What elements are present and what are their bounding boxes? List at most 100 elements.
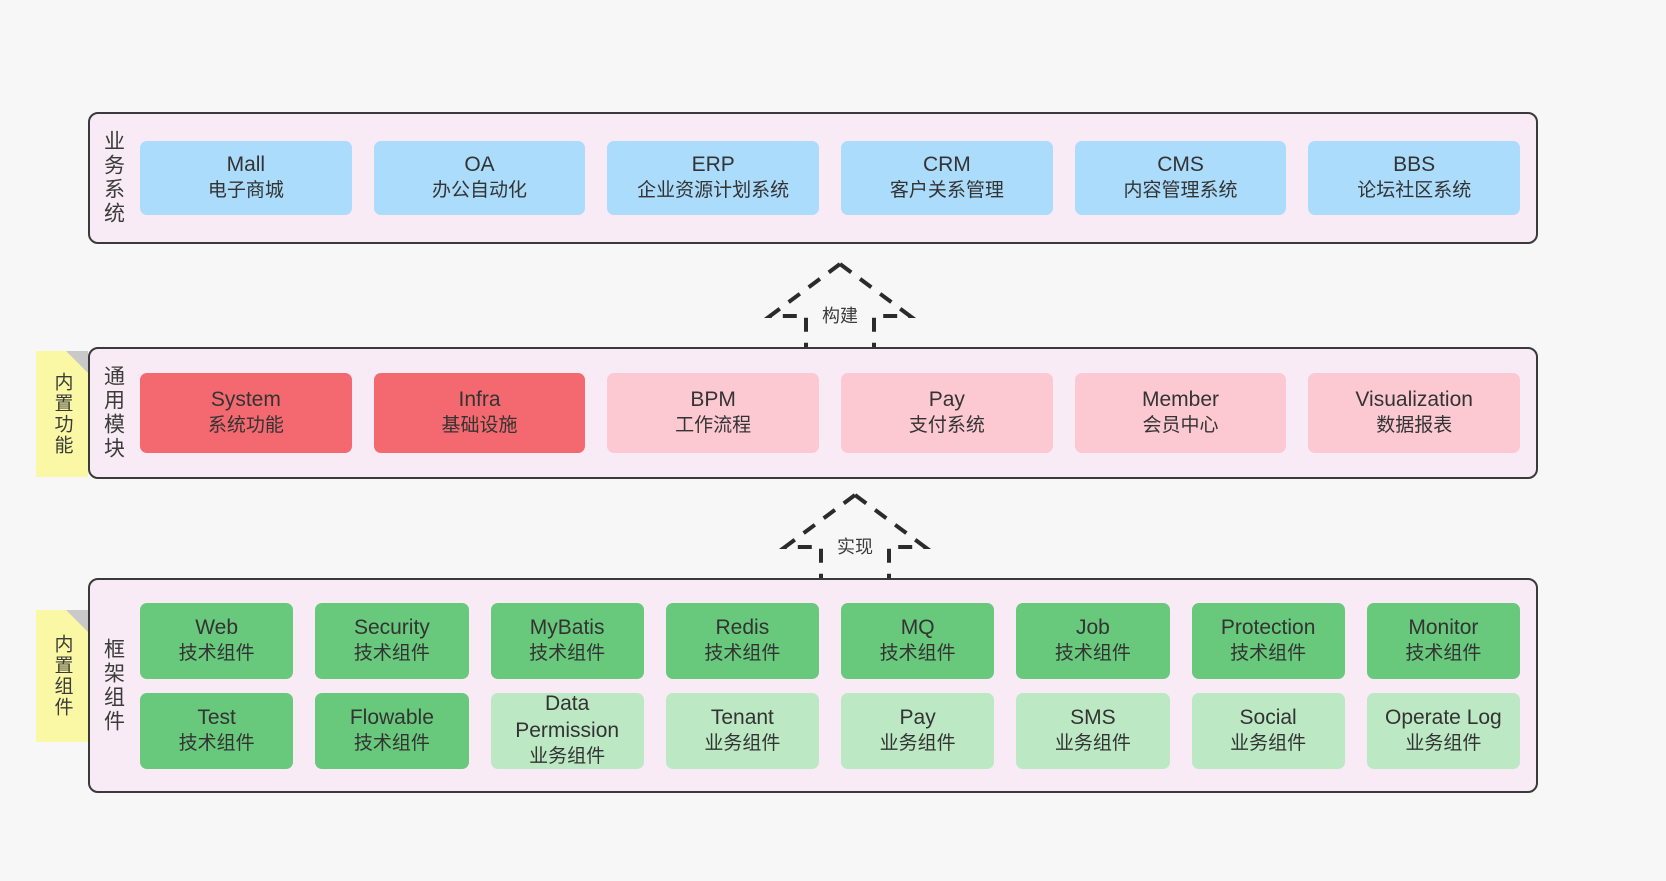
cell-subtitle: 企业资源计划系统 — [637, 180, 790, 202]
layer-framework-components: 框架组件 Web 技术组件 Security 技术组件 MyBatis 技术组件… — [88, 578, 1538, 793]
cell-title: Tenant — [710, 705, 774, 729]
cell-title: SMS — [1070, 705, 1116, 729]
cell-subtitle: 技术组件 — [353, 642, 430, 664]
cell-title: Security — [353, 615, 430, 639]
framework-cell-monitor[interactable]: Monitor 技术组件 — [1366, 602, 1520, 679]
cell-title: CRM — [922, 153, 971, 177]
cell-subtitle: 内容管理系统 — [1123, 180, 1238, 202]
cell-title: Visualization — [1355, 388, 1473, 412]
cell-subtitle: 技术组件 — [704, 642, 781, 664]
framework-cell-tenant[interactable]: Tenant 业务组件 — [665, 692, 819, 769]
cell-subtitle: 基础设施 — [441, 415, 518, 437]
cell-title: Protection — [1220, 615, 1316, 639]
cell-title: Pay — [899, 705, 936, 729]
layer-modules-title: 通用模块 — [101, 365, 125, 461]
cell-title: Monitor — [1408, 615, 1479, 639]
cell-title: Operate Log — [1384, 705, 1502, 729]
cell-subtitle: 业务组件 — [1405, 732, 1482, 754]
module-cell-infra[interactable]: Infra 基础设施 — [373, 373, 586, 453]
framework-cell-mybatis[interactable]: MyBatis 技术组件 — [490, 602, 644, 679]
framework-cell-security[interactable]: Security 技术组件 — [315, 602, 469, 679]
cell-subtitle: 业务组件 — [529, 746, 606, 768]
cell-subtitle: 技术组件 — [1054, 642, 1131, 664]
cell-title: BBS — [1393, 153, 1436, 177]
framework-row-tech: Web 技术组件 Security 技术组件 MyBatis 技术组件 Redi… — [140, 602, 1520, 679]
cell-subtitle: 技术组件 — [879, 642, 956, 664]
cell-title: Flowable — [349, 705, 434, 729]
cell-subtitle: 工作流程 — [675, 415, 752, 437]
business-cell-erp[interactable]: ERP 企业资源计划系统 — [607, 141, 820, 215]
business-cell-crm[interactable]: CRM 客户关系管理 — [841, 141, 1053, 215]
module-cell-bpm[interactable]: BPM 工作流程 — [607, 373, 820, 453]
business-cell-bbs[interactable]: BBS 论坛社区系统 — [1308, 141, 1521, 215]
cell-title: OA — [464, 153, 495, 177]
cell-subtitle: 数据报表 — [1376, 415, 1453, 437]
arrow-implement-glyph — [778, 493, 932, 589]
module-cell-pay[interactable]: Pay 支付系统 — [841, 373, 1053, 453]
business-cell-oa[interactable]: OA 办公自动化 — [373, 141, 586, 215]
modules-row: System 系统功能 Infra 基础设施 BPM 工作流程 Pay 支付系统… — [140, 373, 1521, 453]
framework-cell-web[interactable]: Web 技术组件 — [140, 602, 294, 679]
cell-subtitle: 技术组件 — [178, 732, 255, 754]
framework-cell-job[interactable]: Job 技术组件 — [1016, 602, 1170, 679]
layer-business-title: 业务系统 — [101, 130, 125, 226]
cell-subtitle: 技术组件 — [353, 732, 430, 754]
framework-row-business: Test 技术组件 Flowable 技术组件 Data Permission … — [140, 692, 1520, 769]
framework-cell-protection[interactable]: Protection 技术组件 — [1191, 602, 1345, 679]
layer-modules-body: System 系统功能 Infra 基础设施 BPM 工作流程 Pay 支付系统… — [136, 349, 1536, 477]
cell-title: ERP — [691, 153, 735, 177]
cell-subtitle: 论坛社区系统 — [1357, 180, 1472, 202]
cell-title: Redis — [715, 615, 770, 639]
cell-subtitle: 技术组件 — [529, 642, 606, 664]
cell-subtitle: 业务组件 — [704, 732, 781, 754]
cell-subtitle: 业务组件 — [1054, 732, 1131, 754]
cell-title: CMS — [1157, 153, 1204, 177]
layer-business-body: Mall 电子商城 OA 办公自动化 ERP 企业资源计划系统 CRM 客户关系… — [136, 114, 1536, 242]
framework-cell-social[interactable]: Social 业务组件 — [1191, 692, 1345, 769]
cell-title: Job — [1075, 615, 1110, 639]
cell-title: Mall — [226, 153, 266, 177]
cell-title: BPM — [690, 388, 736, 412]
arrow-build-glyph — [763, 262, 917, 358]
framework-cell-sms[interactable]: SMS 业务组件 — [1016, 692, 1170, 769]
business-cell-mall[interactable]: Mall 电子商城 — [140, 141, 352, 215]
business-cell-cms[interactable]: CMS 内容管理系统 — [1074, 141, 1287, 215]
cell-subtitle: 业务组件 — [1230, 732, 1307, 754]
cell-title: Pay — [928, 388, 965, 412]
cell-subtitle: 电子商城 — [207, 180, 284, 202]
framework-cell-redis[interactable]: Redis 技术组件 — [665, 602, 819, 679]
cell-title: Data Permission — [515, 692, 620, 743]
sticky-note-builtin-components: 内置组件 — [36, 610, 88, 742]
layer-framework-title: 框架组件 — [101, 637, 125, 734]
framework-cell-data-permission[interactable]: Data Permission 业务组件 — [490, 692, 644, 769]
cell-title: Social — [1239, 705, 1297, 729]
sticky-note-builtin-functions: 内置功能 — [36, 351, 88, 477]
cell-title: MQ — [900, 615, 935, 639]
cell-subtitle: 会员中心 — [1142, 415, 1219, 437]
cell-subtitle: 支付系统 — [908, 415, 985, 437]
cell-subtitle: 系统功能 — [207, 415, 284, 437]
framework-cell-operate-log[interactable]: Operate Log 业务组件 — [1366, 692, 1520, 769]
cell-title: Test — [197, 705, 236, 729]
layer-framework-body: Web 技术组件 Security 技术组件 MyBatis 技术组件 Redi… — [136, 580, 1536, 791]
cell-title: Infra — [458, 388, 501, 412]
cell-subtitle: 业务组件 — [879, 732, 956, 754]
framework-cell-pay[interactable]: Pay 业务组件 — [841, 692, 995, 769]
layer-common-modules: 通用模块 System 系统功能 Infra 基础设施 BPM 工作流程 Pay… — [88, 347, 1538, 479]
cell-title: MyBatis — [529, 615, 605, 639]
arrow-build: 构建 — [760, 258, 920, 358]
layer-business-systems: 业务系统 Mall 电子商城 OA 办公自动化 ERP 企业资源计划系统 CRM… — [88, 112, 1538, 244]
cell-subtitle: 技术组件 — [1230, 642, 1307, 664]
framework-cell-flowable[interactable]: Flowable 技术组件 — [315, 692, 469, 769]
arrow-implement: 实现 — [775, 489, 935, 589]
cell-subtitle: 技术组件 — [178, 642, 255, 664]
cell-title: Web — [195, 615, 239, 639]
framework-cell-mq[interactable]: MQ 技术组件 — [841, 602, 995, 679]
module-cell-visualization[interactable]: Visualization 数据报表 — [1308, 373, 1521, 453]
module-cell-member[interactable]: Member 会员中心 — [1074, 373, 1287, 453]
module-cell-system[interactable]: System 系统功能 — [140, 373, 352, 453]
business-row: Mall 电子商城 OA 办公自动化 ERP 企业资源计划系统 CRM 客户关系… — [140, 141, 1521, 215]
framework-cell-test[interactable]: Test 技术组件 — [140, 692, 294, 769]
cell-title: Member — [1142, 388, 1220, 412]
cell-subtitle: 客户关系管理 — [889, 180, 1004, 202]
